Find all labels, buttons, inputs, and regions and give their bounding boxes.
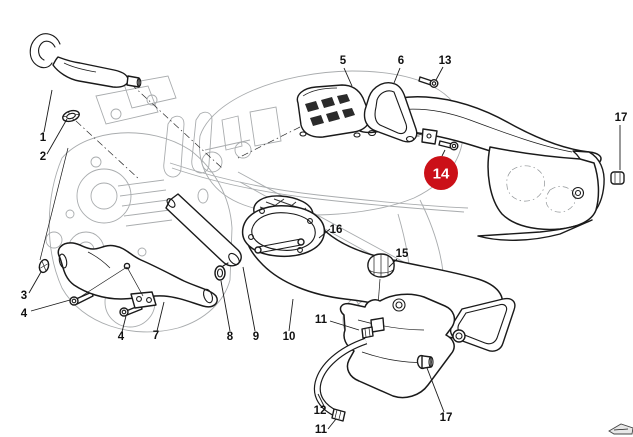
- part-3-clip-drawing: [38, 258, 50, 274]
- part-17-grommet-top-drawing: [610, 171, 625, 185]
- part-15-cap-drawing: [367, 253, 395, 320]
- callout-11a: 11: [315, 314, 328, 326]
- callout-4b: 4: [118, 331, 125, 343]
- callout-12: 12: [314, 405, 327, 417]
- callout-4a: 4: [21, 308, 28, 320]
- callout-17a: 17: [615, 112, 628, 124]
- part-9-tube-drawing: [165, 193, 242, 267]
- reservoir-tank-drawing: [339, 293, 466, 399]
- highlight-circle[interactable]: [424, 156, 458, 190]
- part-11-clip-a-drawing: [361, 326, 374, 339]
- callout-3: 3: [21, 290, 27, 302]
- callout-13: 13: [439, 55, 452, 67]
- highlighted-callout-14[interactable]: 14: [424, 156, 458, 190]
- part-12-hose-drawing: [313, 337, 368, 418]
- part-1-breather-pipe-drawing: [29, 33, 142, 88]
- part-17-grommet-bottom-drawing: [416, 354, 434, 370]
- callout-7: 7: [153, 330, 159, 342]
- leader-lines: [28, 66, 621, 430]
- part-8-clamp-drawing: [214, 262, 229, 281]
- callout-5: 5: [340, 55, 347, 67]
- callout-11b: 11: [315, 424, 328, 436]
- part-11-clip-b-drawing: [331, 408, 346, 422]
- callout-1: 1: [40, 132, 47, 144]
- part-13-screw-drawing: [418, 76, 439, 88]
- part-5-grille-drawing: [296, 84, 371, 138]
- callout-9: 9: [253, 331, 259, 343]
- part-14-screw-drawing: [438, 140, 459, 151]
- callout-15: 15: [396, 248, 409, 260]
- part-7-cover-drawing: [57, 242, 218, 309]
- highlight-number: 14: [433, 166, 450, 183]
- callout-16: 16: [330, 224, 343, 236]
- part-2-ring-drawing: [62, 109, 80, 123]
- callout-6: 6: [398, 55, 404, 67]
- callout-8: 8: [227, 331, 234, 343]
- part-4-screw-a-drawing: [69, 291, 94, 306]
- callout-2: 2: [40, 151, 46, 163]
- part-6-bracket-drawing: [363, 82, 418, 143]
- side-panel-drawing: [477, 146, 600, 241]
- callout-10: 10: [283, 331, 296, 343]
- page-arrow-icon: [608, 423, 633, 435]
- callout-17b: 17: [440, 412, 453, 424]
